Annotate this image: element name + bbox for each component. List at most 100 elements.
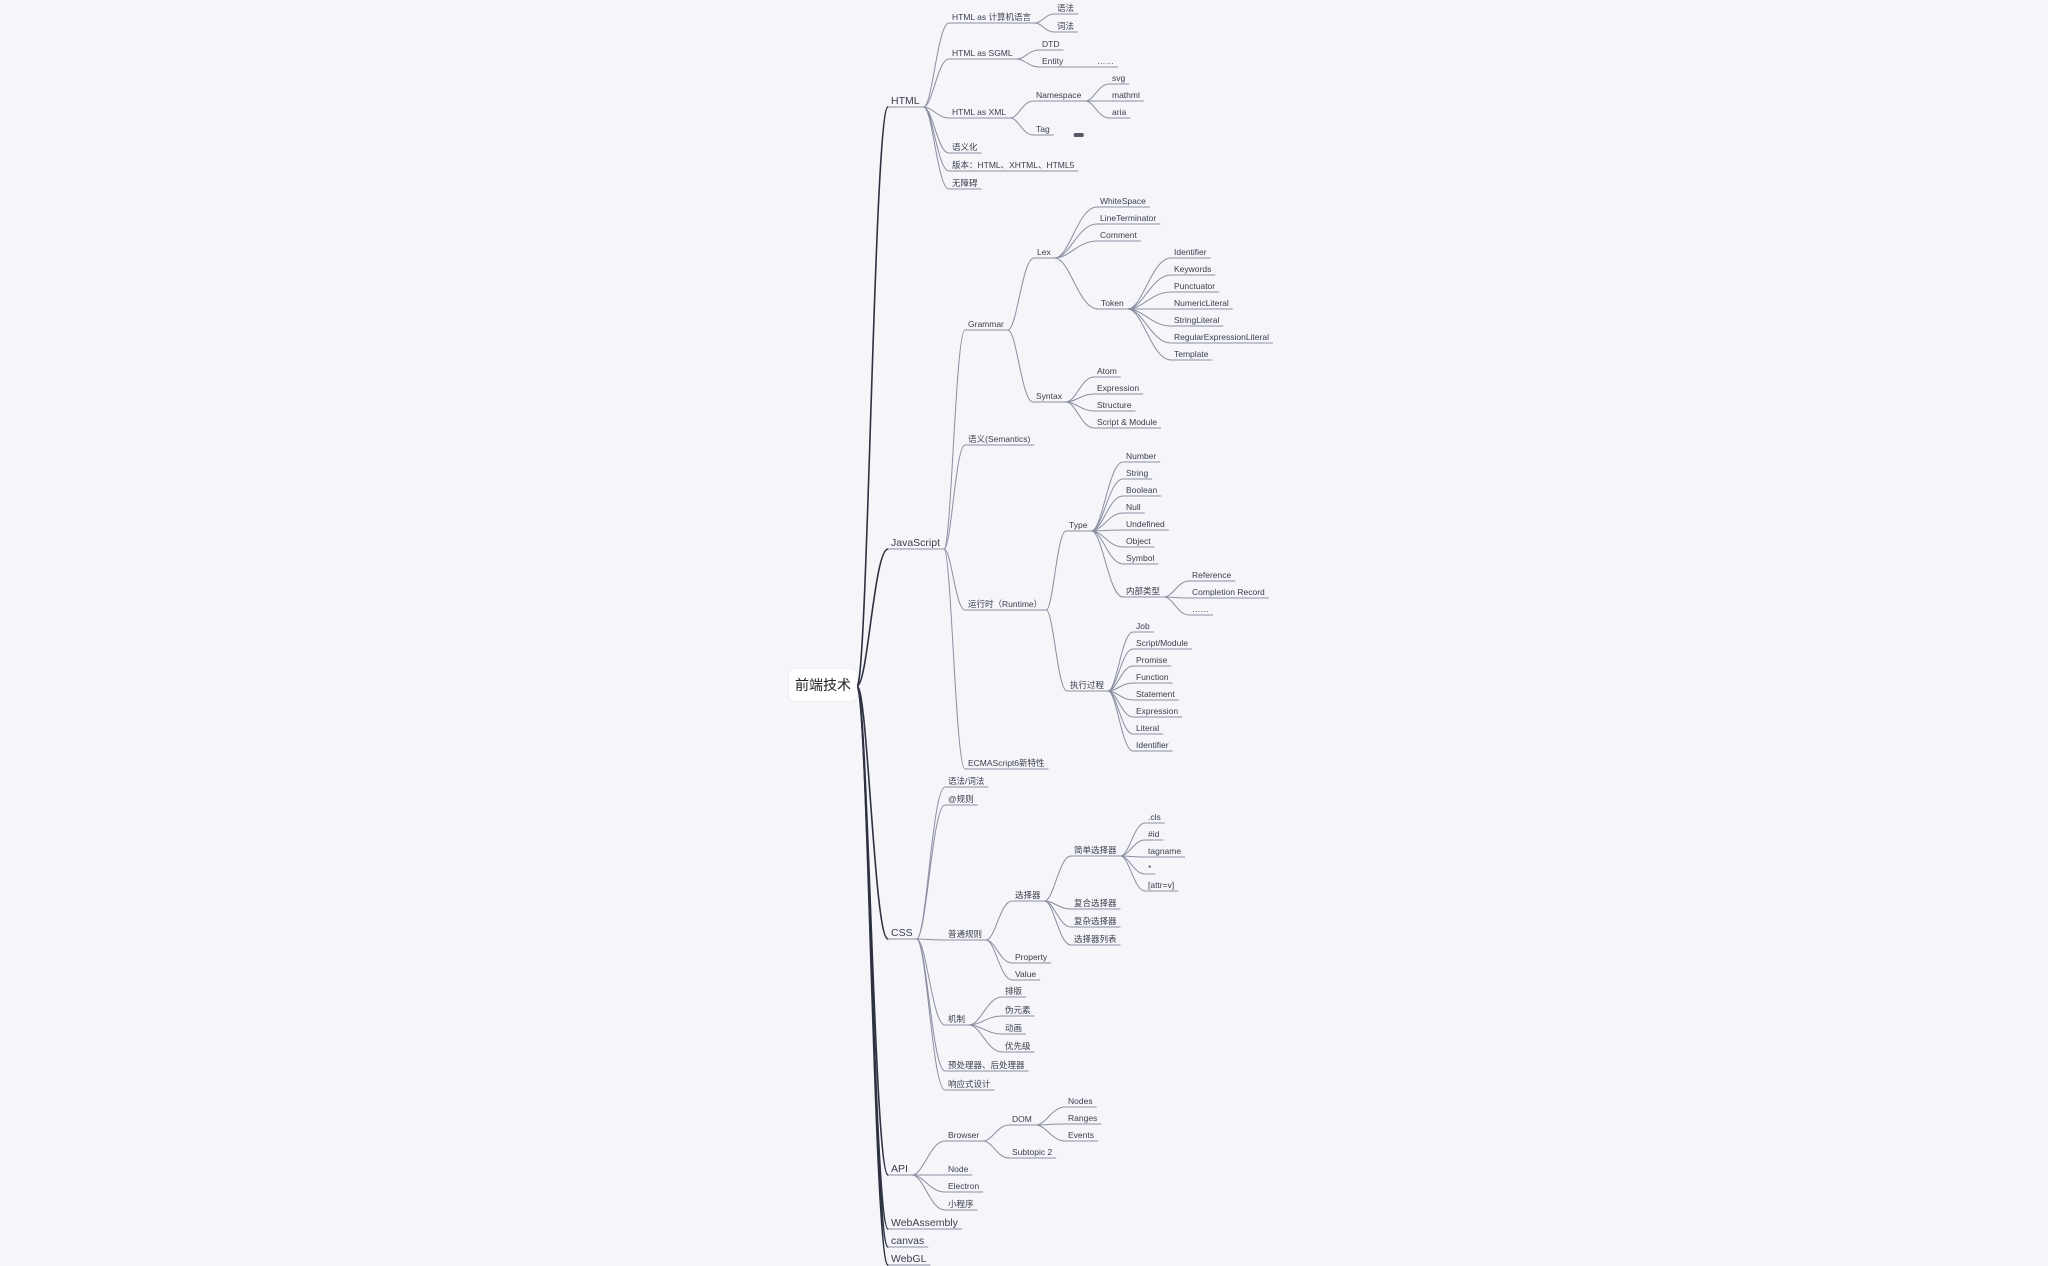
topic-dom[interactable]: DOM xyxy=(1012,1114,1032,1124)
topic-t5[interactable]: Undefined xyxy=(1126,519,1165,529)
topic-m1[interactable]: 排版 xyxy=(1005,986,1023,996)
topic-tok[interactable]: Token xyxy=(1101,298,1124,308)
topic-html2b[interactable]: Entity xyxy=(1042,56,1064,66)
topic-t83[interactable]: …… xyxy=(1192,604,1209,614)
topic-tok2[interactable]: Keywords xyxy=(1174,264,1211,274)
topic-es6[interactable]: ECMAScript6新特性 xyxy=(968,758,1045,768)
topic-tok3[interactable]: Punctuator xyxy=(1174,281,1215,291)
topic-e5[interactable]: Statement xyxy=(1136,689,1175,699)
topic-tok5[interactable]: StringLiteral xyxy=(1174,315,1219,325)
topic-tag[interactable]: Tag xyxy=(1036,124,1050,134)
topic-js[interactable]: JavaScript xyxy=(891,537,940,549)
topic-e3[interactable]: Promise xyxy=(1136,655,1167,665)
topic-syn[interactable]: Syntax xyxy=(1036,391,1063,401)
topic-sel2[interactable]: 复合选择器 xyxy=(1074,898,1117,908)
topic-ns[interactable]: Namespace xyxy=(1036,90,1082,100)
topic-ss3[interactable]: tagname xyxy=(1148,846,1181,856)
root-topic[interactable]: 前端技术 xyxy=(789,669,857,701)
topic-canvas[interactable]: canvas xyxy=(891,1235,924,1247)
topic-html6[interactable]: 无障碍 xyxy=(952,178,978,188)
topic-html2a[interactable]: DTD xyxy=(1042,39,1059,49)
topic-tok7[interactable]: Template xyxy=(1174,349,1209,359)
topic-mini[interactable]: 小程序 xyxy=(948,1199,974,1209)
topic-t8[interactable]: 内部类型 xyxy=(1126,586,1161,596)
topic-html2[interactable]: HTML as SGML xyxy=(952,48,1013,58)
topic-html4[interactable]: 语义化 xyxy=(952,142,978,152)
topic-br[interactable]: Browser xyxy=(948,1130,979,1140)
connector-sel4 xyxy=(1044,900,1072,946)
topic-html1a[interactable]: 语法 xyxy=(1057,3,1074,13)
topic-t82[interactable]: Completion Record xyxy=(1192,587,1265,597)
topic-html5[interactable]: 版本：HTML、XHTML、HTML5 xyxy=(952,160,1075,170)
topic-lex[interactable]: Lex xyxy=(1037,247,1051,257)
topic-wasm[interactable]: WebAssembly xyxy=(891,1217,959,1229)
topic-prop[interactable]: Property xyxy=(1015,952,1048,962)
topic-rt[interactable]: 运行时（Runtime） xyxy=(968,599,1042,609)
topic-html3[interactable]: HTML as XML xyxy=(952,107,1006,117)
topic-ss[interactable]: 简单选择器 xyxy=(1074,845,1117,855)
topic-e4[interactable]: Function xyxy=(1136,672,1169,682)
topic-css[interactable]: CSS xyxy=(891,927,913,939)
topic-syn1[interactable]: Atom xyxy=(1097,366,1117,376)
topic-sel[interactable]: 选择器 xyxy=(1015,890,1041,900)
topic-elec[interactable]: Electron xyxy=(948,1181,979,1191)
topic-e6[interactable]: Expression xyxy=(1136,706,1178,716)
topic-t81[interactable]: Reference xyxy=(1192,570,1231,580)
topic-lex3[interactable]: Comment xyxy=(1100,230,1137,240)
topic-tok4[interactable]: NumericLiteral xyxy=(1174,298,1229,308)
topic-t2[interactable]: String xyxy=(1126,468,1148,478)
connector-webgl xyxy=(856,685,889,1266)
topic-t1[interactable]: Number xyxy=(1126,451,1156,461)
topic-m2[interactable]: 伪元素 xyxy=(1005,1005,1031,1015)
topic-m4[interactable]: 优先级 xyxy=(1005,1041,1031,1051)
topic-html1b[interactable]: 词法 xyxy=(1057,21,1074,31)
topic-tok6[interactable]: RegularExpressionLiteral xyxy=(1174,332,1269,342)
topic-webgl[interactable]: WebGL xyxy=(891,1253,927,1265)
topic-ss2[interactable]: #id xyxy=(1148,829,1160,839)
topic-ss4[interactable]: * xyxy=(1148,863,1152,873)
topic-css6[interactable]: 响应式设计 xyxy=(948,1079,991,1089)
collapsed-indicator-icon[interactable] xyxy=(1073,133,1084,137)
topic-e2[interactable]: Script/Module xyxy=(1136,638,1188,648)
topic-sel3[interactable]: 复杂选择器 xyxy=(1074,916,1117,926)
topic-ns2[interactable]: mathml xyxy=(1112,90,1140,100)
topic-e8[interactable]: Identifier xyxy=(1136,740,1169,750)
topic-d3[interactable]: Events xyxy=(1068,1130,1094,1140)
topic-lex2[interactable]: LineTerminator xyxy=(1100,213,1156,223)
topic-e7[interactable]: Literal xyxy=(1136,723,1159,733)
topic-syn4[interactable]: Script & Module xyxy=(1097,417,1157,427)
topic-node[interactable]: Node xyxy=(948,1164,969,1174)
topic-sel4[interactable]: 选择器列表 xyxy=(1074,934,1117,944)
topic-exe[interactable]: 执行过程 xyxy=(1070,680,1105,690)
topic-lex1[interactable]: WhiteSpace xyxy=(1100,196,1146,206)
topic-syn3[interactable]: Structure xyxy=(1097,400,1132,410)
topic-css3[interactable]: 普通规则 xyxy=(948,929,982,939)
topic-css1[interactable]: 语法/词法 xyxy=(948,776,984,786)
topic-css2[interactable]: @规则 xyxy=(948,794,974,804)
topic-tok1[interactable]: Identifier xyxy=(1174,247,1207,257)
topic-sem[interactable]: 语义(Semantics) xyxy=(968,434,1031,444)
topic-html2b1[interactable]: …… xyxy=(1097,56,1114,66)
topic-t3[interactable]: Boolean xyxy=(1126,485,1157,495)
topic-css5[interactable]: 预处理器、后处理器 xyxy=(948,1060,1025,1070)
topic-t4[interactable]: Null xyxy=(1126,502,1141,512)
topic-css4[interactable]: 机制 xyxy=(948,1014,965,1024)
topic-html[interactable]: HTML xyxy=(891,95,920,107)
topic-type[interactable]: Type xyxy=(1069,520,1088,530)
topic-ss1[interactable]: .cls xyxy=(1148,812,1161,822)
topic-ns3[interactable]: aria xyxy=(1112,107,1126,117)
topic-t6[interactable]: Object xyxy=(1126,536,1151,546)
topic-api[interactable]: API xyxy=(891,1163,908,1175)
topic-d2[interactable]: Ranges xyxy=(1068,1113,1097,1123)
topic-d1[interactable]: Nodes xyxy=(1068,1096,1093,1106)
topic-e1[interactable]: Job xyxy=(1136,621,1150,631)
topic-t7[interactable]: Symbol xyxy=(1126,553,1154,563)
topic-html1[interactable]: HTML as 计算机语言 xyxy=(952,12,1032,22)
topic-sub2[interactable]: Subtopic 2 xyxy=(1012,1147,1052,1157)
topic-m3[interactable]: 动画 xyxy=(1005,1023,1022,1033)
topic-syn2[interactable]: Expression xyxy=(1097,383,1139,393)
topic-ns1[interactable]: svg xyxy=(1112,73,1126,83)
topic-gram[interactable]: Grammar xyxy=(968,319,1004,329)
topic-val[interactable]: Value xyxy=(1015,969,1036,979)
topic-ss5[interactable]: [attr=v] xyxy=(1148,880,1174,890)
